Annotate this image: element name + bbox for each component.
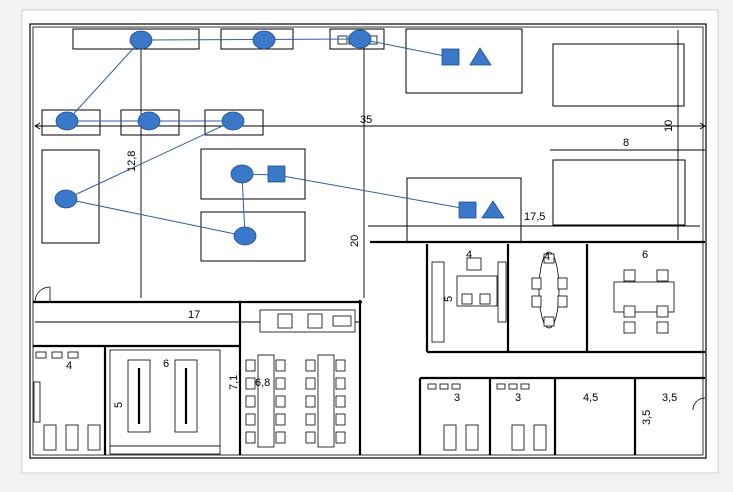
dim-wc-b: 3 bbox=[515, 392, 521, 404]
network-nodes bbox=[54, 29, 505, 246]
node-circle bbox=[54, 189, 78, 209]
dim-office-1-depth: 5 bbox=[443, 296, 455, 302]
dim-classroom-width: 6,8 bbox=[255, 377, 270, 389]
node-circle bbox=[221, 111, 245, 131]
switch-square bbox=[458, 201, 477, 219]
dim-wc-a: 3 bbox=[454, 392, 460, 404]
classroom-chairs bbox=[245, 359, 346, 444]
dim-lab-depth: 5 bbox=[113, 402, 125, 408]
dim-meeting-large: 6 bbox=[642, 249, 648, 261]
node-circle bbox=[233, 226, 257, 246]
node-circle bbox=[129, 30, 153, 50]
dimension-labels: 35 8 10 17,5 12,8 20 17 4 5 4 6 4 6 5 7,… bbox=[66, 114, 677, 425]
storage-block-1 bbox=[552, 43, 685, 107]
dim-classroom-depth: 7,1 bbox=[228, 375, 240, 390]
link-to-switch-1 bbox=[359, 38, 451, 58]
switch-square bbox=[267, 165, 286, 183]
node-circle bbox=[348, 29, 372, 49]
desk-vertical bbox=[41, 149, 100, 244]
dim-stair-depth: 3,5 bbox=[641, 410, 653, 425]
storage-block-2 bbox=[552, 159, 686, 226]
router-triangle bbox=[481, 200, 505, 219]
dim-right-height: 10 bbox=[663, 120, 675, 132]
link-center-vertical bbox=[241, 173, 246, 237]
node-circle bbox=[252, 30, 276, 50]
dim-overall-width: 35 bbox=[360, 114, 372, 126]
node-circle bbox=[230, 164, 254, 184]
link-middle-to-left bbox=[65, 120, 234, 200]
node-circle bbox=[137, 111, 161, 131]
interior-walls bbox=[33, 240, 705, 455]
dim-room-width-right: 17,5 bbox=[524, 211, 545, 223]
room-furniture bbox=[33, 251, 706, 455]
dim-lab-width: 6 bbox=[163, 358, 169, 370]
dim-wc-left: 4 bbox=[66, 360, 72, 372]
link-top-row bbox=[140, 38, 361, 41]
network-room-1 bbox=[405, 28, 523, 94]
dim-meeting-small: 4 bbox=[544, 251, 550, 263]
dim-center-height: 20 bbox=[349, 235, 361, 247]
dim-stair-width: 3,5 bbox=[662, 392, 677, 404]
dim-right-upper-width: 8 bbox=[623, 137, 629, 149]
middle-desks bbox=[41, 109, 686, 262]
router-triangle bbox=[469, 47, 492, 66]
dim-left-zone-height: 12,8 bbox=[126, 151, 138, 172]
dim-storage-width: 4,5 bbox=[583, 392, 598, 404]
node-circle bbox=[55, 111, 79, 131]
dim-office-1: 4 bbox=[466, 249, 472, 261]
link-left-to-center bbox=[65, 198, 246, 237]
dim-corridor-width: 17 bbox=[188, 309, 200, 321]
switch-square bbox=[441, 48, 460, 66]
link-to-switch-2 bbox=[276, 174, 468, 210]
link-top-to-left bbox=[66, 39, 142, 122]
